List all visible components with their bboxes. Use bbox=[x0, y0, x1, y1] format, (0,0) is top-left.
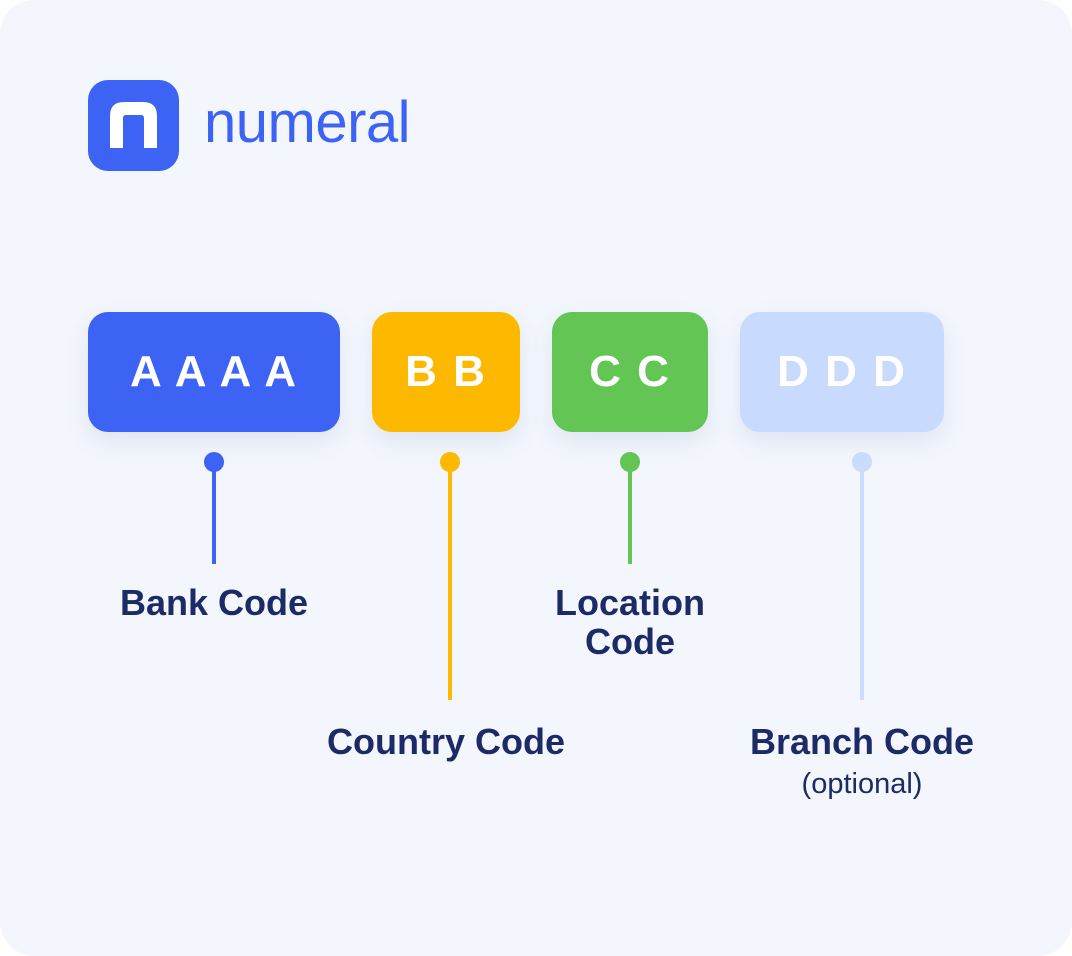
branch-code-connector-line bbox=[860, 462, 864, 700]
brand-logo: numeral bbox=[88, 80, 411, 171]
numeral-logo-icon bbox=[88, 80, 179, 171]
brand-wordmark: numeral bbox=[204, 89, 411, 155]
bank-code-label: Bank Code bbox=[119, 582, 309, 623]
location-code-connector-line bbox=[628, 462, 632, 564]
branch-code-optional-note: (optional) bbox=[801, 768, 923, 800]
branch-code-label: Branch Code bbox=[749, 721, 975, 762]
location-code-box: C C bbox=[552, 312, 708, 432]
bank-code-box: A A A A bbox=[88, 312, 340, 432]
country-code-connector-line bbox=[448, 462, 452, 700]
branch-code-box: D D D bbox=[740, 312, 944, 432]
country-code-label: Country Code bbox=[327, 721, 565, 762]
country-code-box: B B bbox=[372, 312, 520, 432]
location-code-label-line1: Location bbox=[555, 582, 705, 623]
location-code-label-line2: Code bbox=[585, 621, 675, 662]
bank-code-connector-line bbox=[212, 462, 216, 564]
